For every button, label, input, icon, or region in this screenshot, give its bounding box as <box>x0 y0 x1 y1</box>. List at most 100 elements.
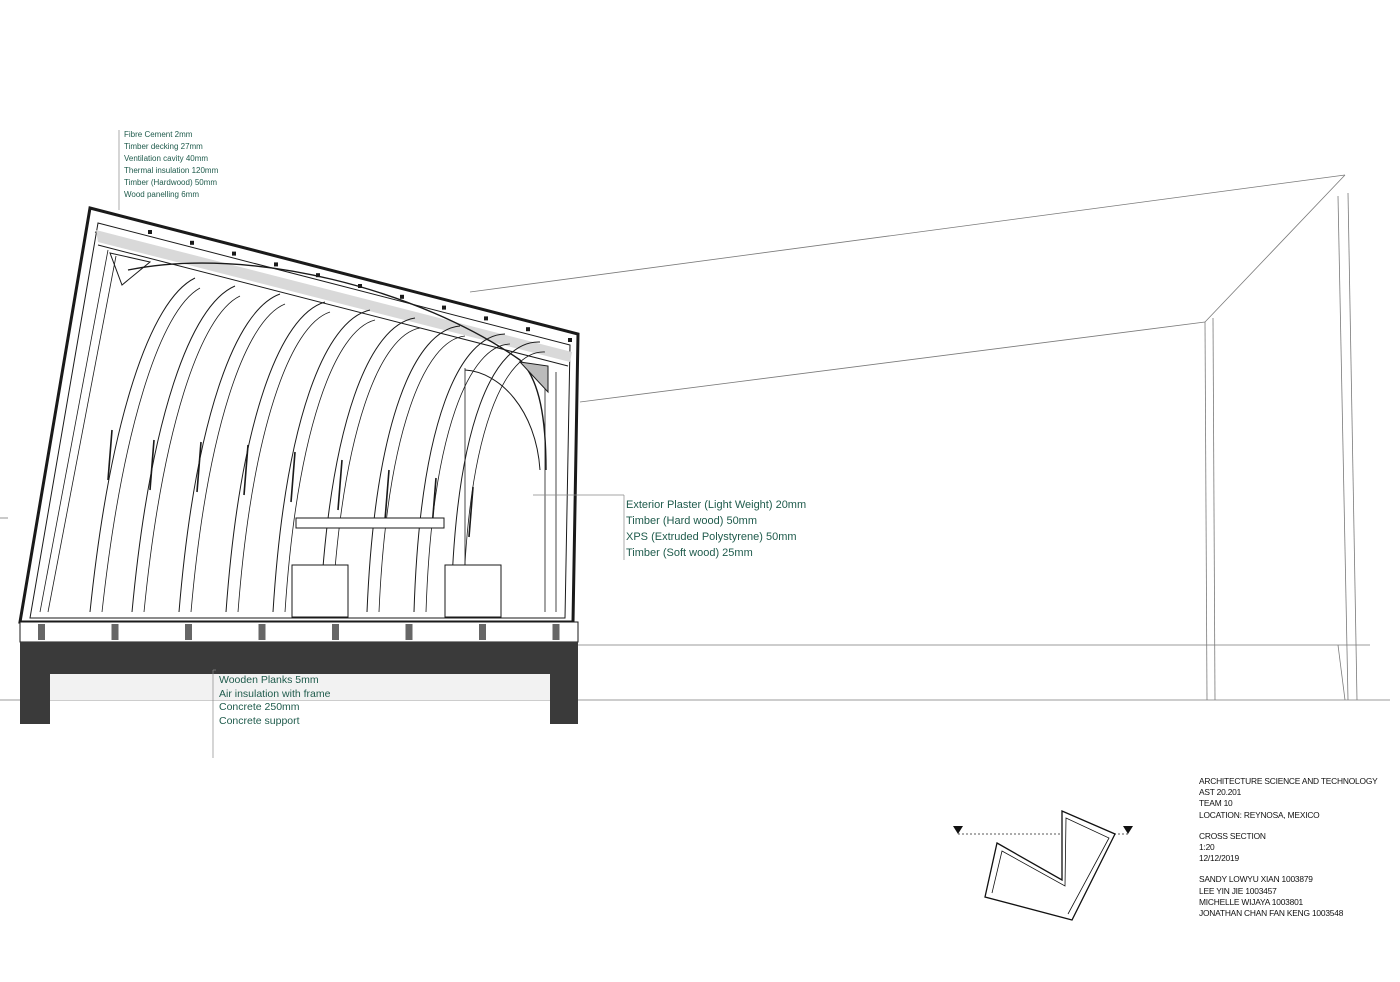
roof-layer-line <box>97 244 569 367</box>
floor-joist <box>405 624 413 640</box>
title-block: ARCHITECTURE SCIENCE AND TECHNOLOGY AST … <box>1199 776 1378 929</box>
rib-joint <box>468 486 474 538</box>
drawing-title: CROSS SECTION <box>1199 830 1266 841</box>
vault-rib <box>319 317 416 613</box>
vault-rib <box>425 343 511 613</box>
vault-rib <box>284 319 376 613</box>
roof-purlin <box>484 316 488 321</box>
roof-note: Wood panelling 6mm <box>124 190 200 199</box>
concrete-support <box>550 674 578 724</box>
roof-purlin <box>526 327 530 332</box>
roof-note: Fibre Cement 2mm <box>124 130 193 139</box>
perspective-line <box>1337 644 1346 701</box>
vault-curve <box>464 369 541 471</box>
leader-lines <box>118 130 625 758</box>
vault-rib <box>225 301 326 613</box>
roof-purlin <box>148 230 152 234</box>
floor-joist <box>552 624 560 640</box>
perspective-line <box>1204 174 1346 323</box>
key-plan-inner <box>991 817 1110 915</box>
building-section <box>18 206 580 724</box>
location-label: LOCATION: REYNOSA, MEXICO <box>1199 809 1320 820</box>
roof-purlin <box>568 338 572 342</box>
floor-joist <box>258 624 266 640</box>
vault-rib <box>89 277 196 613</box>
roof-note: Timber decking 27mm <box>124 142 203 151</box>
roof-purlin <box>400 294 404 299</box>
wall-layer-line <box>47 255 117 613</box>
corner-brace <box>518 361 549 394</box>
seat-block <box>444 564 502 618</box>
roof-note: Ventilation cavity 40mm <box>124 154 209 163</box>
section-arrow-right <box>1123 826 1133 834</box>
wall-layer-line <box>39 249 109 613</box>
perspective-line <box>1204 321 1208 701</box>
rib-joint <box>384 469 390 521</box>
rib-joint <box>337 459 343 511</box>
course-code: AST 20.201 <box>1199 787 1242 798</box>
floor-joist <box>479 624 486 640</box>
key-plan <box>953 810 1133 921</box>
roof-note: Thermal insulation 120mm <box>124 166 219 175</box>
perspective-line <box>1347 192 1358 701</box>
floor-joist <box>185 624 192 640</box>
vault-rib <box>272 309 371 613</box>
floor-joist <box>111 624 119 640</box>
section-arrow-left <box>953 826 963 834</box>
floor-note: Air insulation with frame <box>219 687 331 700</box>
perspective-line <box>469 174 1346 293</box>
floor-deck <box>19 621 579 643</box>
vault-rib <box>237 311 331 613</box>
vault-rib <box>178 293 281 613</box>
team-label: TEAM 10 <box>1199 798 1233 809</box>
concrete-slab <box>20 642 578 674</box>
rib-joint <box>243 444 249 496</box>
vault-curve <box>127 262 547 471</box>
floor-joist <box>332 624 339 640</box>
floor-note: Concrete 250mm <box>219 701 300 714</box>
wall-note: Exterior Plaster (Light Weight) 20mm <box>626 499 807 511</box>
air-gap-fill <box>50 674 550 700</box>
perspective-line <box>579 321 1206 403</box>
perspective-line <box>1212 317 1216 701</box>
floor-note: Concrete support <box>219 714 300 727</box>
roof-layer-notes: Fibre Cement 2mm Timber decking 27mm Ven… <box>124 129 218 201</box>
vault-rib <box>331 327 421 613</box>
team-member: MICHELLE WIJAYA 1003801 <box>1199 896 1304 907</box>
rib-joint <box>196 441 202 493</box>
table-top <box>295 517 445 529</box>
floor-joist <box>38 624 45 640</box>
wall-note: Timber (Soft wood) 25mm <box>626 547 753 559</box>
floor-note: Wooden Planks 5mm <box>219 674 319 686</box>
roof-purlin <box>442 305 446 310</box>
corner-brace <box>109 252 152 286</box>
drawing-date: 12/12/2019 <box>1199 853 1239 864</box>
vault-rib <box>190 303 286 613</box>
roof-purlin <box>316 273 320 278</box>
vault-rib <box>366 325 461 613</box>
roof-purlin <box>232 251 236 256</box>
vault-rib <box>131 285 236 613</box>
concrete-support <box>20 674 50 724</box>
seat-block <box>291 564 349 618</box>
vault-rib <box>462 351 546 613</box>
wall-note: Timber (Hard wood) 50mm <box>626 515 758 527</box>
building-outline <box>18 206 580 624</box>
floor-layer-notes: Wooden Planks 5mm Air insulation with fr… <box>219 674 330 728</box>
rib-joint <box>107 429 113 481</box>
roof-purlin <box>190 240 194 245</box>
course-title: ARCHITECTURE SCIENCE AND TECHNOLOGY <box>1199 776 1378 786</box>
vault-rib <box>450 341 541 613</box>
key-plan-outline <box>984 810 1116 921</box>
vault-rib <box>378 335 466 613</box>
vault-rib <box>101 287 201 613</box>
roof-note: Timber (Hardwood) 50mm <box>124 178 218 187</box>
rib-joint <box>149 439 155 491</box>
team-member: JONATHAN CHAN FAN KENG 1003548 <box>1199 908 1344 919</box>
wall-note: XPS (Extruded Polystyrene) 50mm <box>626 531 797 543</box>
rib-joint <box>290 451 296 503</box>
roof-purlin <box>274 262 278 267</box>
drawing-scale: 1:20 <box>1199 842 1215 853</box>
perspective-line <box>1337 195 1349 701</box>
